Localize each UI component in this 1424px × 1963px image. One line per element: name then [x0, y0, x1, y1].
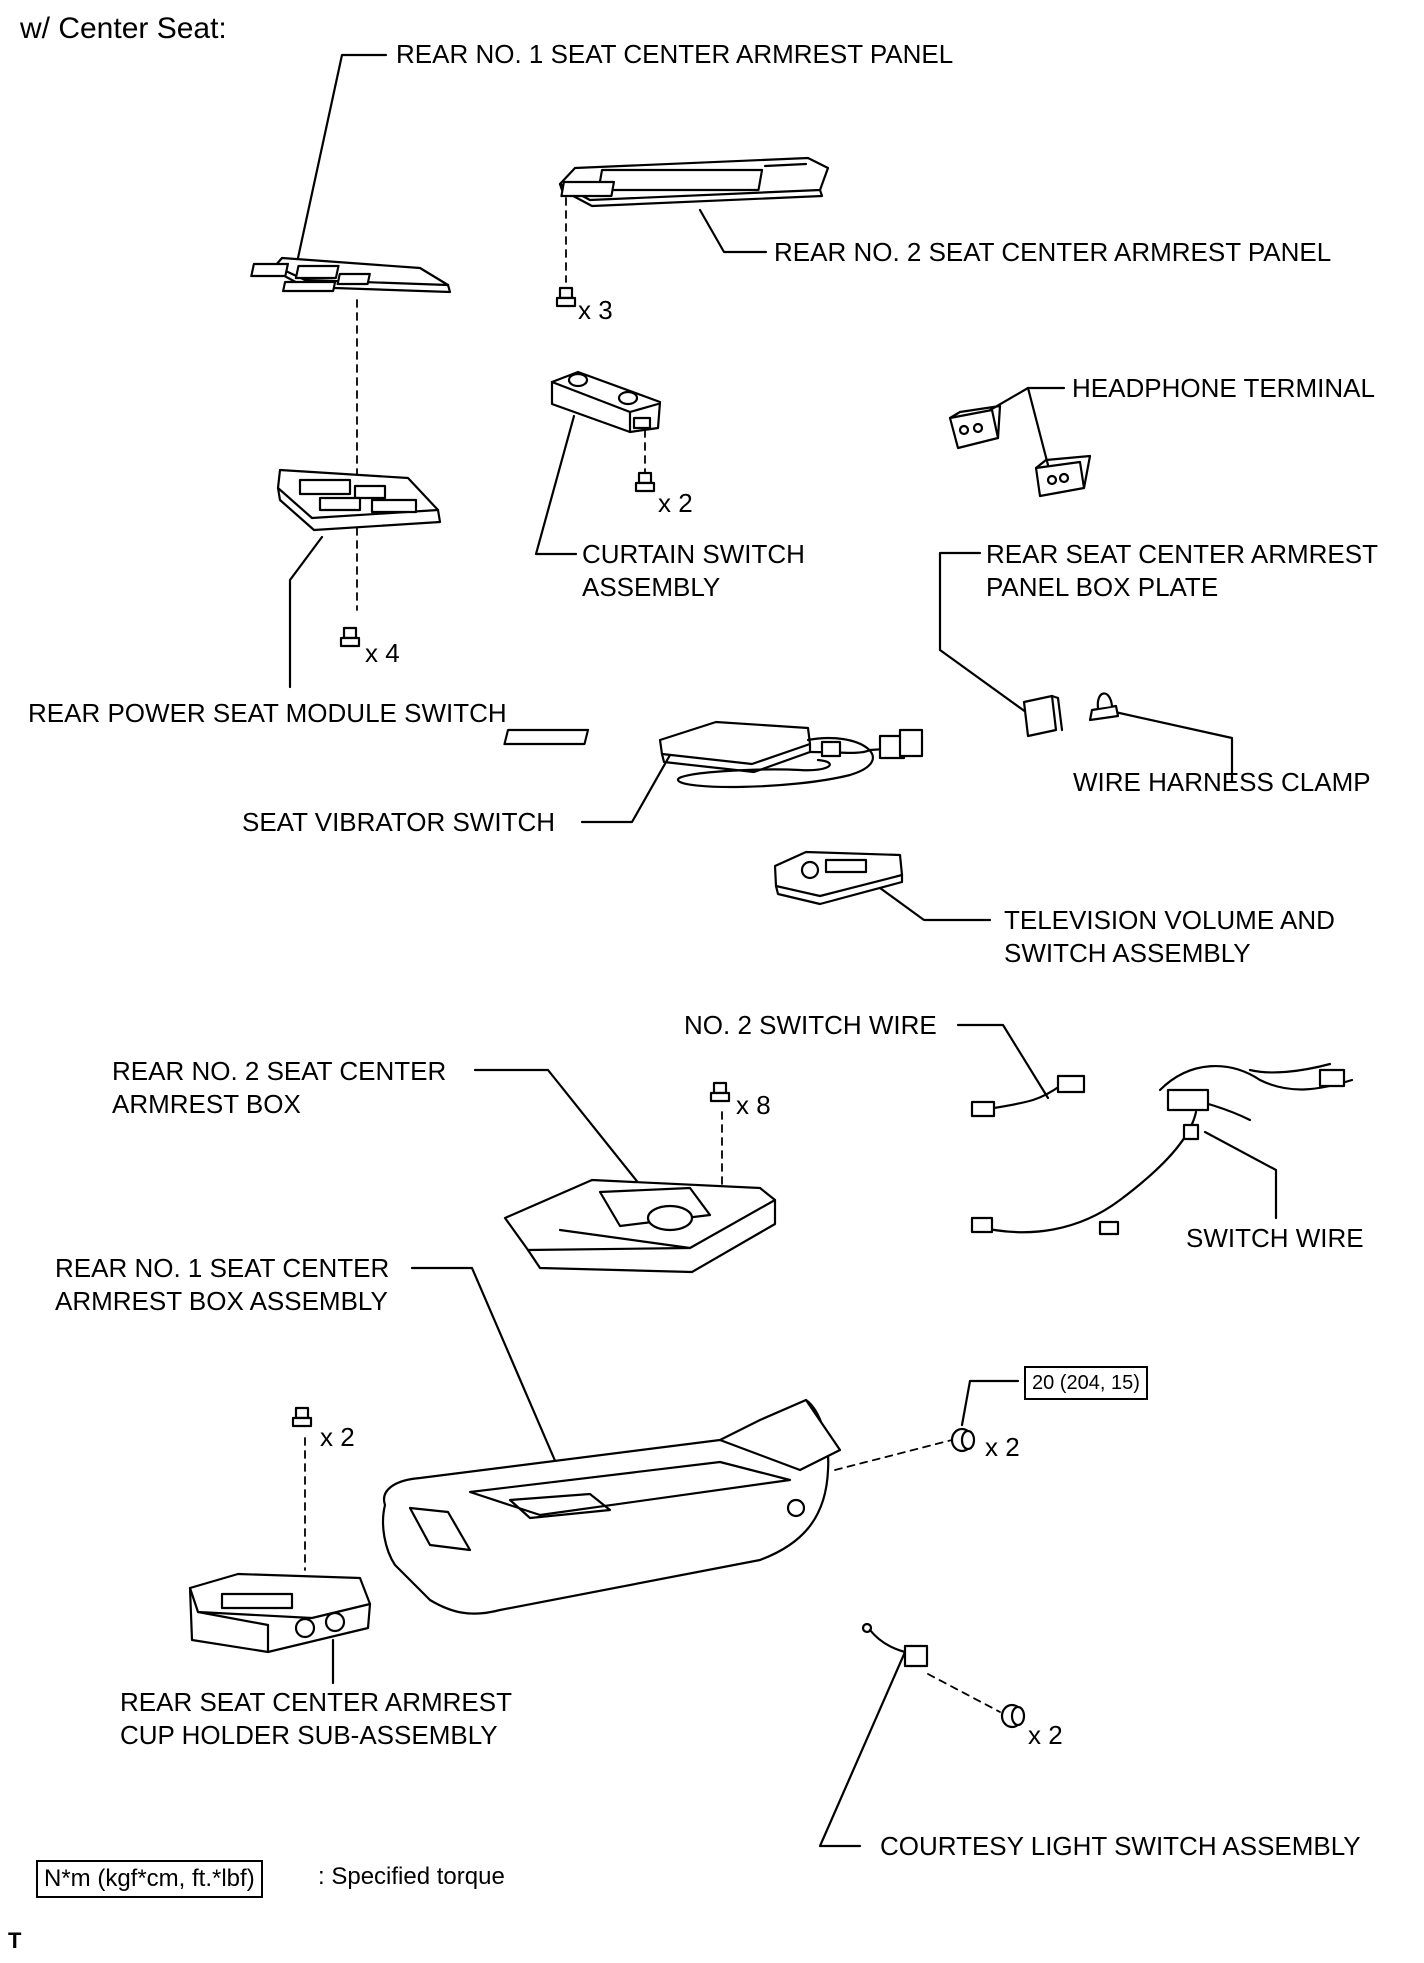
headphone-terminal-part-1	[948, 404, 1002, 450]
torque-spec-box: 20 (204, 15)	[1024, 1366, 1148, 1400]
dash-courtesy-screw	[927, 1673, 1001, 1713]
screw-curtain	[634, 471, 656, 493]
leader-rear-no1-panel	[296, 53, 388, 260]
label-seat-vibrator-switch: SEAT VIBRATOR SWITCH	[242, 807, 556, 837]
screw-module	[339, 626, 361, 648]
leader-power-seat-module	[288, 535, 324, 689]
label-tv-volume-switch: TELEVISION VOLUME AND SWITCH ASSEMBLY	[1004, 905, 1335, 968]
leader-rear-no1-box	[410, 1266, 558, 1465]
corner-mark: T	[8, 1928, 22, 1953]
screw-cupholder	[291, 1406, 313, 1428]
rear-no2-panel-part	[558, 156, 830, 208]
screw-box2	[709, 1081, 731, 1103]
leader-rear-no2-box	[473, 1068, 642, 1187]
legend-text: : Specified torque	[318, 1863, 505, 1890]
leader-torque	[960, 1379, 1020, 1427]
tv-volume-switch-part	[773, 850, 904, 906]
rear-no1-panel-part	[250, 256, 452, 294]
qty-module-screws: x 4	[365, 638, 400, 668]
leader-no2-switch-wire	[956, 1023, 1050, 1100]
leader-headphone-1	[983, 386, 1066, 415]
courtesy-light-part	[861, 1622, 929, 1668]
leader-curtain-switch	[534, 414, 578, 556]
dash-box1-bolt	[834, 1439, 953, 1471]
label-no2-switch-wire: NO. 2 SWITCH WIRE	[684, 1010, 937, 1040]
label-power-seat-module: REAR POWER SEAT MODULE SWITCH	[28, 698, 507, 728]
no2-switch-wire-part	[970, 1074, 1086, 1118]
qty-courtesy-screws: x 2	[1028, 1720, 1063, 1750]
leader-headphone-2	[1026, 386, 1050, 467]
legend-units-box: N*m (kgf*cm, ft.*lbf)	[36, 1860, 263, 1898]
power-seat-module-part	[276, 468, 442, 532]
qty-panel2-screws: x 3	[578, 295, 613, 325]
headphone-terminal-part-2	[1034, 454, 1092, 498]
leader-courtesy	[818, 1650, 907, 1848]
label-cup-holder: REAR SEAT CENTER ARMREST CUP HOLDER SUB-…	[120, 1687, 512, 1750]
seat-vibrator-switch-part	[503, 720, 924, 789]
qty-box2-screws: x 8	[736, 1090, 771, 1120]
label-switch-wire: SWITCH WIRE	[1186, 1223, 1364, 1253]
leader-wire-harness-clamp	[1113, 710, 1234, 784]
label-curtain-switch: CURTAIN SWITCH ASSEMBLY	[582, 539, 805, 602]
leader-lines	[288, 53, 1278, 1848]
qty-cupholder-screws: x 2	[320, 1422, 355, 1452]
leader-panel-box-plate	[938, 551, 1032, 717]
assembly-lines	[304, 184, 1001, 1713]
label-rear-no2-panel: REAR NO. 2 SEAT CENTER ARMREST PANEL	[774, 237, 1332, 267]
label-courtesy-light: COURTESY LIGHT SWITCH ASSEMBLY	[880, 1831, 1361, 1861]
rear-no1-box-part	[381, 1398, 842, 1615]
screw-panel2	[555, 286, 577, 308]
label-panel-box-plate: REAR SEAT CENTER ARMREST PANEL BOX PLATE	[986, 539, 1378, 602]
leader-tv-volume	[878, 886, 992, 922]
leader-rear-no2-panel	[698, 208, 768, 254]
switch-wire-part	[970, 1062, 1354, 1236]
qty-box1-bolts: x 2	[985, 1432, 1020, 1462]
screws	[291, 286, 1026, 1729]
label-wire-harness-clamp: WIRE HARNESS CLAMP	[1073, 767, 1371, 797]
leader-switch-wire	[1203, 1130, 1278, 1220]
diagram-title: w/ Center Seat:	[20, 12, 227, 45]
curtain-switch-part	[550, 370, 662, 434]
wire-harness-clamp-part	[1088, 692, 1120, 722]
label-rear-no1-panel: REAR NO. 1 SEAT CENTER ARMREST PANEL	[396, 39, 954, 69]
bolt-box1	[950, 1427, 976, 1453]
label-rear-no1-box-assy: REAR NO. 1 SEAT CENTER ARMREST BOX ASSEM…	[55, 1253, 390, 1316]
rear-no2-box-part	[503, 1178, 777, 1274]
screw-courtesy	[1000, 1703, 1026, 1729]
cup-holder-part	[188, 1572, 372, 1654]
leader-seat-vibrator	[580, 753, 672, 824]
label-headphone-terminal: HEADPHONE TERMINAL	[1072, 373, 1375, 403]
label-rear-no2-box: REAR NO. 2 SEAT CENTER ARMREST BOX	[112, 1056, 447, 1119]
panel-box-plate-part	[1022, 694, 1064, 738]
qty-curtain-screws: x 2	[658, 488, 693, 518]
